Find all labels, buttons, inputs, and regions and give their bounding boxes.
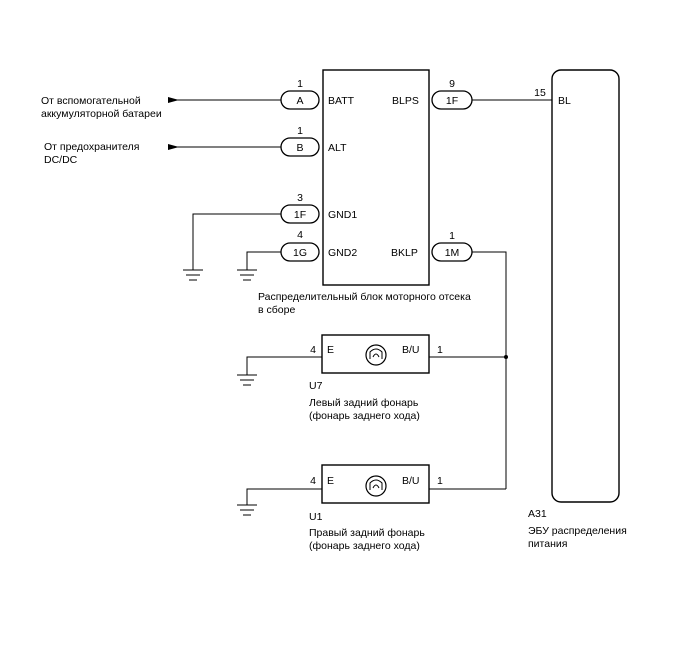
lamp-u1-code: U1 [309, 511, 323, 523]
pin-batt-connector [280, 90, 320, 110]
pin-bklp-name: BKLP [391, 247, 418, 259]
lamp-u1-pin-right-name: B/U [402, 475, 420, 487]
lamp-u1-ground-wire [246, 488, 322, 505]
pin-gnd1-connector-label: 1F [294, 209, 306, 221]
lamp-u7-desc-2: (фонарь заднего хода) [309, 410, 420, 422]
pin-blps-number: 9 [449, 78, 455, 90]
pin-bklp: BKLP 1 1M [391, 230, 473, 262]
ecu-block [551, 69, 620, 503]
lamp-u7-pin-left-number: 4 [310, 344, 316, 356]
engine-junction-block [322, 69, 430, 286]
batt-arrow-icon [168, 97, 179, 103]
pin-batt-number: 1 [297, 78, 303, 90]
pin-alt-name: ALT [328, 142, 347, 154]
pin-blps-connector-label: 1F [446, 95, 458, 107]
pin-alt: 1 B ALT [280, 125, 347, 157]
pin-gnd2: 4 1G GND2 [280, 229, 357, 262]
lamp-u7-ground-wire [246, 356, 322, 375]
pin-batt-name: BATT [328, 95, 355, 107]
pin-alt-connector [280, 137, 320, 157]
ground-icon [237, 504, 257, 516]
pin-bklp-number: 1 [449, 230, 455, 242]
bulb-icon [365, 344, 387, 366]
alt-arrow-icon [168, 144, 179, 150]
ecu-pin-number: 15 [534, 87, 546, 99]
bulb-icon [365, 475, 387, 497]
ecu-desc-2: питания [528, 538, 567, 550]
lamp-u1-block [321, 464, 430, 504]
pin-blps-name: BLPS [392, 95, 419, 107]
pin-gnd2-number: 4 [297, 229, 303, 241]
ground-icon [237, 374, 257, 386]
lamp-u1-pin-left-name: E [327, 475, 334, 487]
lamp-u7-code: U7 [309, 380, 323, 392]
pin-gnd1-number: 3 [297, 192, 303, 204]
source-battery-label-1: От вспомогательной [41, 95, 141, 107]
gnd2-wire [246, 251, 281, 270]
pin-batt-connector-label: A [296, 95, 303, 107]
lamp-u1-pin-left-number: 4 [310, 475, 316, 487]
gnd1-wire [192, 213, 281, 270]
junction-block-caption-1: Распределительный блок моторного отсека [258, 291, 471, 303]
source-dcdc-label-2: DC/DC [44, 154, 78, 166]
lamp-u1-pin-right-number: 1 [437, 475, 443, 487]
pin-gnd1: 3 1F GND1 [280, 192, 357, 224]
ecu-desc-1: ЭБУ распределения [528, 525, 627, 537]
ground-icon [237, 269, 257, 281]
pin-alt-connector-label: B [296, 142, 303, 154]
ecu-pin-name: BL [558, 95, 571, 107]
pin-gnd2-connector-label: 1G [293, 247, 307, 259]
lamp-u1-desc-2: (фонарь заднего хода) [309, 540, 420, 552]
source-dcdc-label-1: От предохранителя [44, 141, 139, 153]
lamp-u7-pin-left-name: E [327, 344, 334, 356]
lamp-u1-desc-1: Правый задний фонарь [309, 527, 425, 539]
pin-bklp-connector-label: 1M [445, 247, 460, 259]
pin-batt: 1 A BATT [280, 78, 355, 110]
junction-block-caption-2: в сборе [258, 304, 295, 316]
lamp-u7-desc-1: Левый задний фонарь [309, 397, 419, 409]
ecu-code: A31 [528, 508, 547, 520]
pin-gnd1-name: GND1 [328, 209, 357, 221]
bklp-trunk-wire [472, 251, 507, 489]
lamp-u7-pin-right-name: B/U [402, 344, 420, 356]
ground-icon [183, 269, 203, 281]
source-battery-label-2: аккумуляторной батареи [41, 108, 162, 120]
pin-blps: BLPS 9 1F [392, 78, 473, 110]
pin-gnd2-name: GND2 [328, 247, 357, 259]
pin-alt-number: 1 [297, 125, 303, 137]
lamp-u7-pin-right-number: 1 [437, 344, 443, 356]
